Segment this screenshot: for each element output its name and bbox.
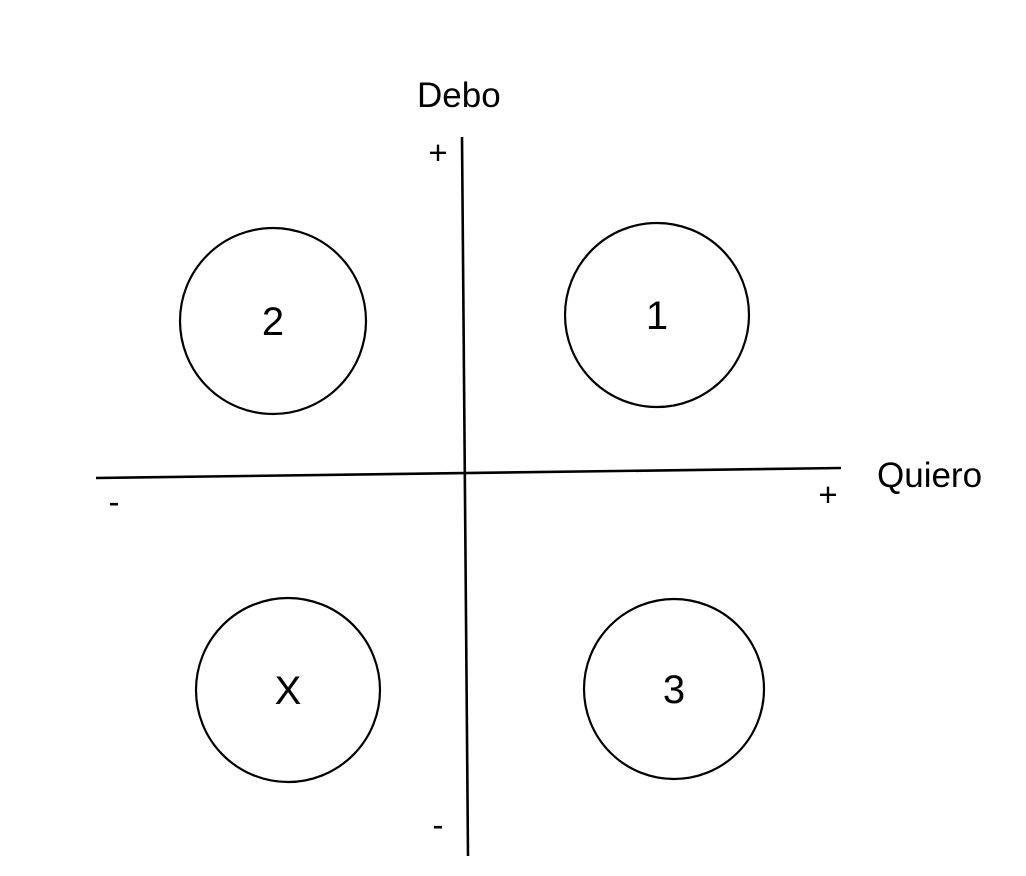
vertical-axis-positive-sign: + [428,134,447,171]
node-circle-2 [178,226,368,416]
vertical-axis-negative-sign: - [433,806,444,843]
horizontal-axis-line [95,466,842,480]
node-circle-3 [582,597,766,781]
node-quadrant-bottom-right: 3 [582,597,766,781]
node-label-2: 2 [262,300,284,344]
node-quadrant-top-left: 2 [178,226,368,416]
node-label-3: 3 [663,668,685,712]
vertical-axis-line [460,136,470,857]
node-label-x: X [275,669,302,713]
vertical-axis-title: Debo [417,76,501,115]
horizontal-axis-positive-sign: + [818,476,837,513]
horizontal-axis-title: Quiero [877,456,982,495]
node-circle-1 [563,221,751,409]
node-quadrant-bottom-left: X [194,596,382,784]
horizontal-axis-negative-sign: - [109,483,120,520]
node-label-1: 1 [646,294,668,338]
node-quadrant-top-right: 1 [563,221,751,409]
node-circle-x [194,596,382,784]
